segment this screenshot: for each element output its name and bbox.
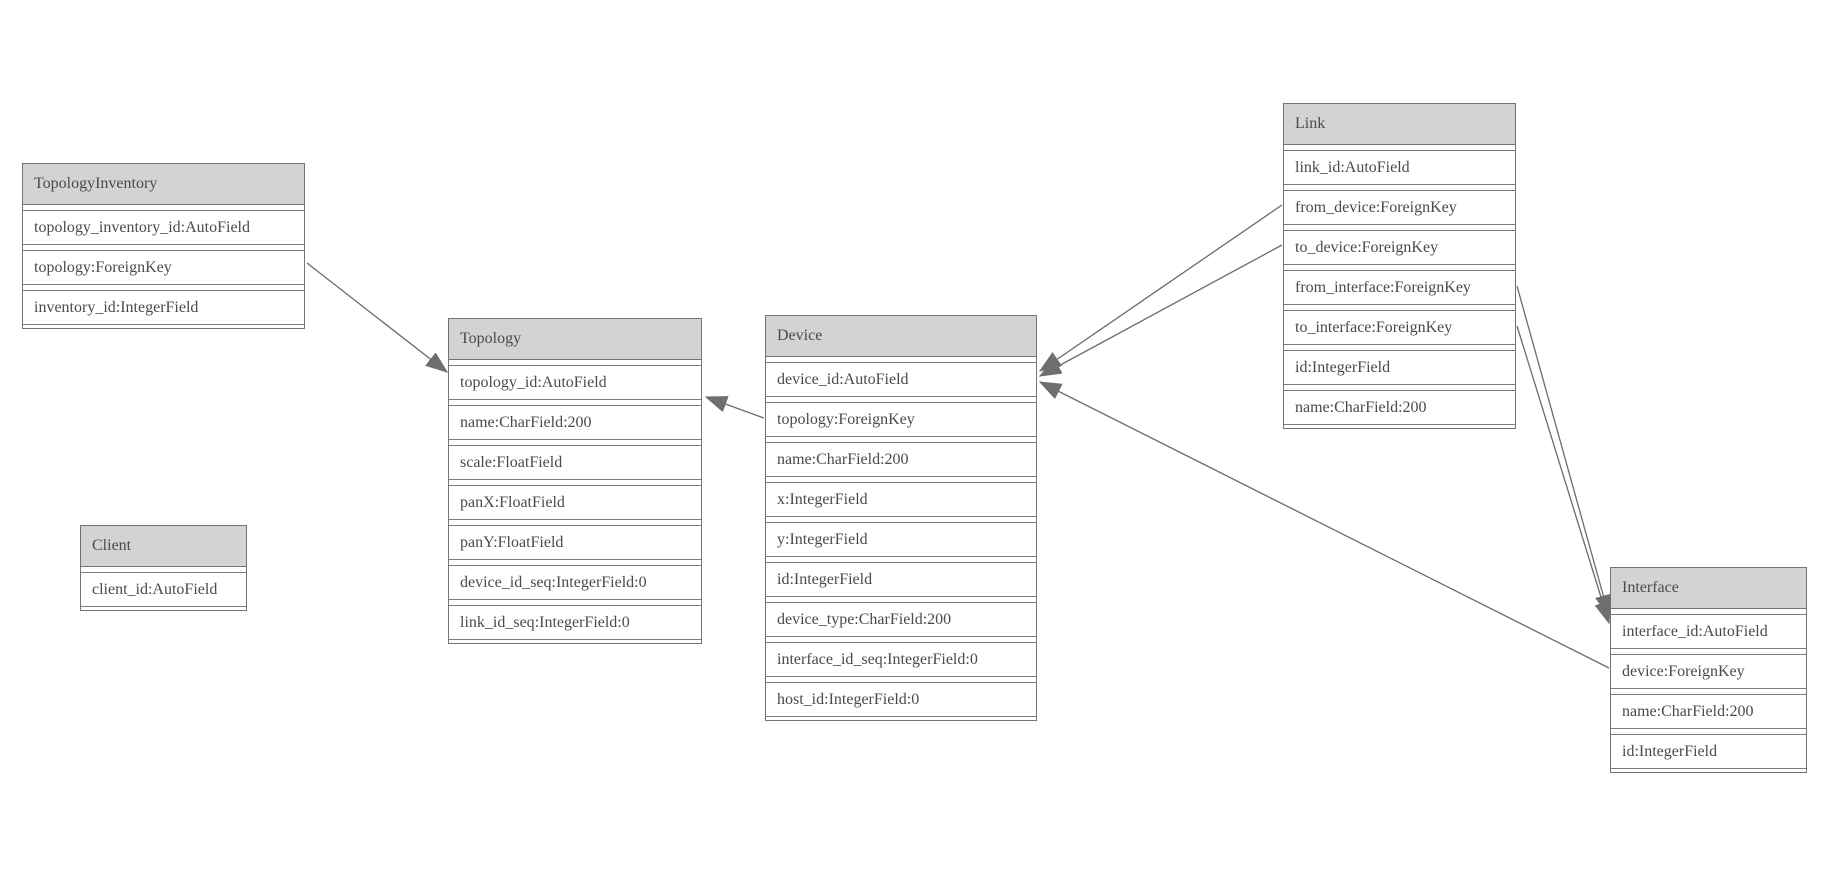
field-row: to_device:ForeignKey (1284, 230, 1515, 265)
field-row: id:IntegerField (766, 562, 1036, 597)
field-row: name:CharField:200 (449, 405, 701, 440)
field-row: panX:FloatField (449, 485, 701, 520)
entity-title: Device (766, 316, 1036, 357)
field-row: panY:FloatField (449, 525, 701, 560)
entity-interface: Interface interface_id:AutoField device:… (1610, 567, 1807, 773)
entity-title: Link (1284, 104, 1515, 145)
entity-client: Client client_id:AutoField (80, 525, 247, 611)
field-row: topology:ForeignKey (23, 250, 304, 285)
edge-topologyinventory-topology (306, 262, 447, 372)
field-row: device_id_seq:IntegerField:0 (449, 565, 701, 600)
field-row: topology_inventory_id:AutoField (23, 210, 304, 245)
field-row: interface_id_seq:IntegerField:0 (766, 642, 1036, 677)
edge-link-todevice-device (1040, 244, 1283, 376)
field-row: scale:FloatField (449, 445, 701, 480)
field-row: host_id:IntegerField:0 (766, 682, 1036, 717)
entity-topology: Topology topology_id:AutoField name:Char… (448, 318, 702, 644)
field-row: to_interface:ForeignKey (1284, 310, 1515, 345)
field-row: topology_id:AutoField (449, 365, 701, 400)
entity-device: Device device_id:AutoField topology:Fore… (765, 315, 1037, 721)
field-row: device:ForeignKey (1611, 654, 1806, 689)
field-row: device_id:AutoField (766, 362, 1036, 397)
field-row: interface_id:AutoField (1611, 614, 1806, 649)
edge-link-tointerface-interface (1516, 325, 1609, 623)
field-row: id:IntegerField (1611, 734, 1806, 769)
entity-title: Interface (1611, 568, 1806, 609)
field-row: inventory_id:IntegerField (23, 290, 304, 325)
entity-link: Link link_id:AutoField from_device:Forei… (1283, 103, 1516, 429)
field-row: topology:ForeignKey (766, 402, 1036, 437)
edge-link-fromdevice-device (1040, 204, 1283, 371)
field-row: id:IntegerField (1284, 350, 1515, 385)
field-row: name:CharField:200 (766, 442, 1036, 477)
entity-topologyinventory: TopologyInventory topology_inventory_id:… (22, 163, 305, 329)
edge-device-topology (706, 397, 765, 419)
field-row: client_id:AutoField (81, 572, 246, 607)
field-row: device_type:CharField:200 (766, 602, 1036, 637)
field-row: y:IntegerField (766, 522, 1036, 557)
field-row: name:CharField:200 (1611, 694, 1806, 729)
field-row: x:IntegerField (766, 482, 1036, 517)
entity-title: Client (81, 526, 246, 567)
entity-title: Topology (449, 319, 701, 360)
entity-title: TopologyInventory (23, 164, 304, 205)
edge-interface-device (1040, 382, 1610, 669)
field-row: from_interface:ForeignKey (1284, 270, 1515, 305)
edge-link-frominterface-interface (1516, 285, 1609, 616)
field-row: from_device:ForeignKey (1284, 190, 1515, 225)
field-row: name:CharField:200 (1284, 390, 1515, 425)
field-row: link_id:AutoField (1284, 150, 1515, 185)
field-row: link_id_seq:IntegerField:0 (449, 605, 701, 640)
